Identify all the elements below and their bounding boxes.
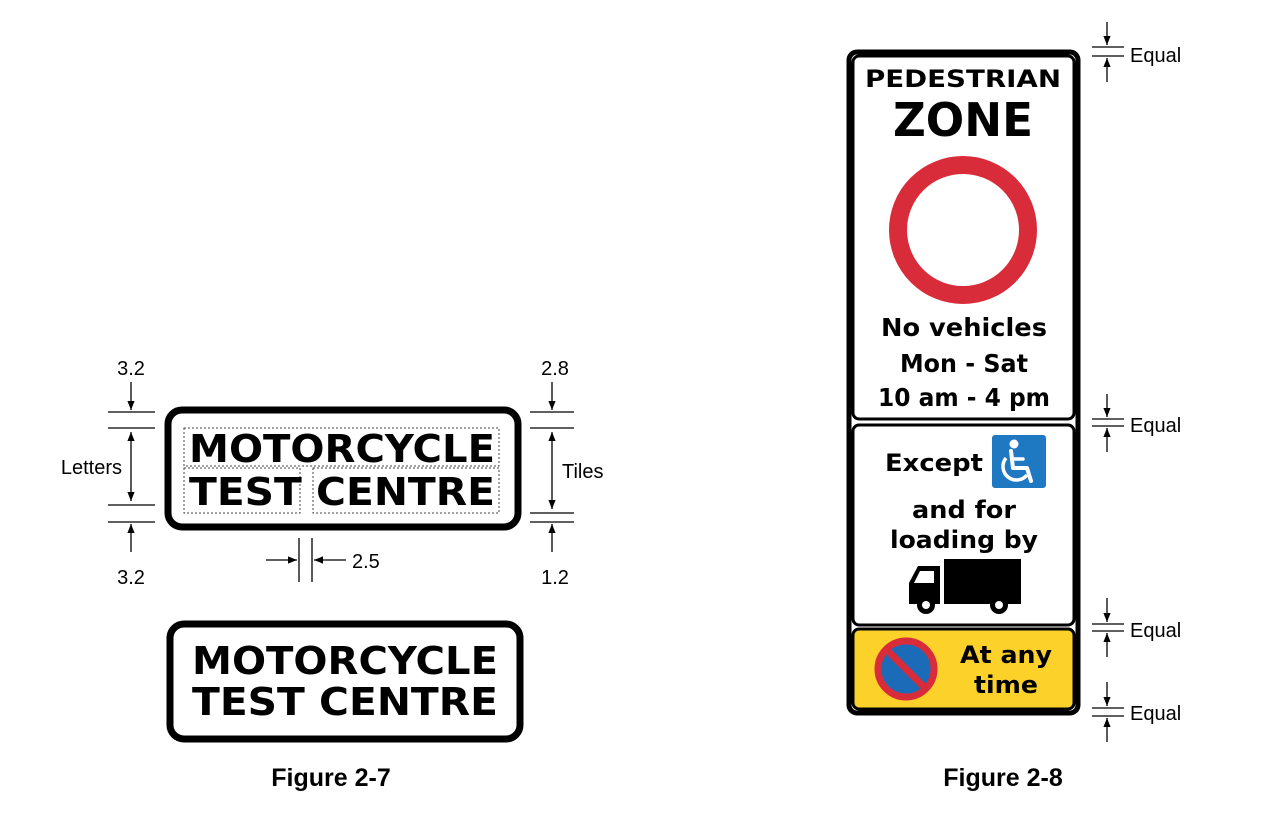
loading-line-2: loading by [890,526,1038,554]
sign-border [166,620,524,743]
sign-line-2: TEST CENTRE [189,470,495,514]
title-line-2: ZONE [893,93,1033,147]
sign-line-1: MOTORCYCLE [192,639,498,683]
loading-line-1: and for [912,496,1016,524]
sign-line-2: TEST CENTRE [192,680,498,724]
figure-caption: Figure 2-8 [943,764,1063,792]
right-dimensions [530,382,574,552]
prohibition-ring-icon [889,156,1037,304]
equal-marker-1 [1092,22,1124,82]
left-dimensions [108,382,155,552]
sign-line-1: MOTORCYCLE [189,427,495,471]
rule-line-3: 10 am - 4 pm [878,383,1050,412]
dim-bottom-left: 3.2 [117,567,145,589]
equal-label: Equal [1130,45,1181,67]
no-waiting-icon [874,637,938,701]
rule-line-2: Mon - Sat [900,349,1028,378]
equal-label: Equal [1130,415,1181,437]
dimensioned-sign: MOTORCYCLE TEST CENTRE [164,406,522,531]
exceptions-panel: Except and for loading by [851,423,1076,627]
pedestrian-zone-panel: PEDESTRIAN ZONE No vehicles Mon - Sat 10… [851,54,1076,421]
gap-dimension [266,538,346,582]
title-line-1: PEDESTRIAN [865,65,1061,93]
dim-top-left: 3.2 [117,358,145,380]
plain-sign: MOTORCYCLE TEST CENTRE [166,620,524,743]
figure-2-7: MOTORCYCLE TEST CENTRE 3.2 3.2 Letters 2… [61,358,604,792]
dim-top-right: 2.8 [541,358,569,380]
equal-label: Equal [1130,620,1181,642]
rule-line-1: No vehicles [881,313,1047,342]
except-label: Except [885,449,983,477]
label-tiles: Tiles [562,461,603,483]
wheelchair-icon [992,435,1046,488]
figure-caption: Figure 2-7 [271,764,390,792]
tile-outlines [183,427,500,514]
label-letters: Letters [61,457,122,479]
lorry-icon [909,559,1021,614]
equal-marker-3 [1092,598,1124,657]
equal-marker-2 [1092,394,1124,452]
plate-line-1: At any [960,641,1052,669]
no-waiting-plate: At any time [851,627,1076,711]
equal-marker-4 [1092,682,1124,742]
dim-bottom-right: 1.2 [541,567,569,589]
figure-2-8: PEDESTRIAN ZONE No vehicles Mon - Sat 10… [846,22,1181,792]
dim-gap: 2.5 [352,551,380,573]
plate-line-2: time [974,671,1038,699]
equal-label: Equal [1130,703,1181,725]
